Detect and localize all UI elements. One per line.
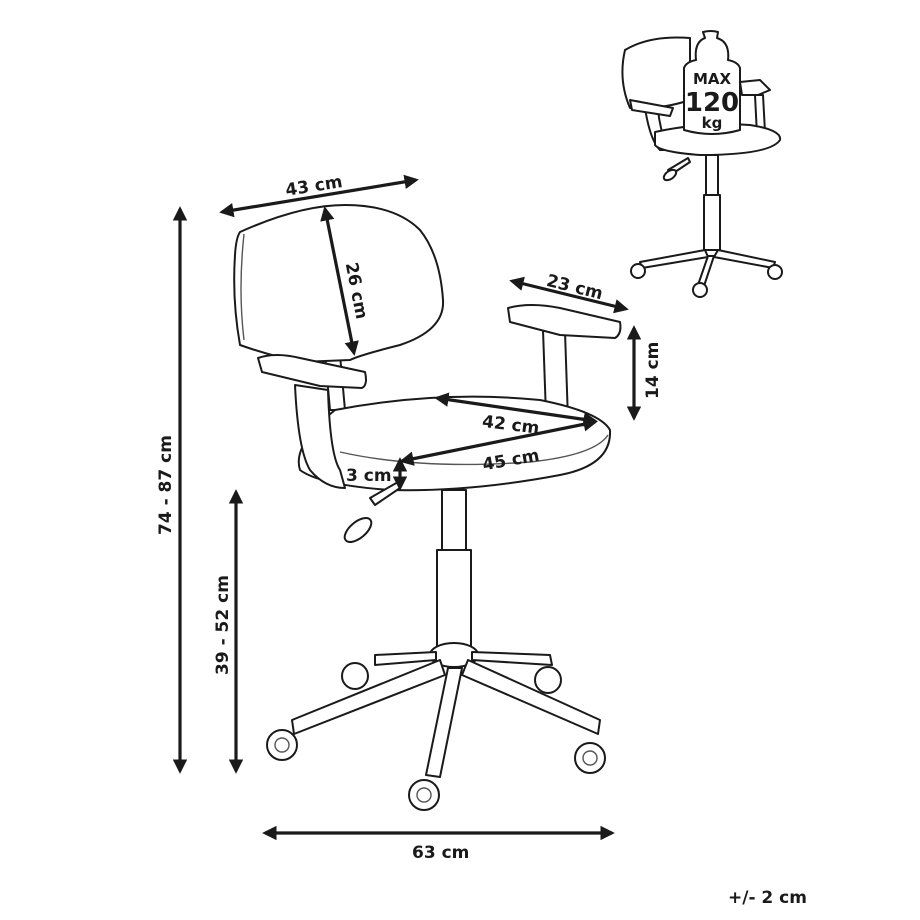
backrest-height-arrow bbox=[320, 206, 359, 356]
chair-drawing bbox=[233, 204, 622, 811]
backrest-width-arrow bbox=[219, 174, 419, 218]
base-width-label: 63 cm bbox=[412, 843, 469, 863]
dimension-labels: 43 cm 26 cm 23 cm 14 cm 42 cm 45 cm 3 cm… bbox=[156, 172, 807, 908]
armrest-length-label: 23 cm bbox=[544, 271, 605, 304]
max-weight-unit: kg bbox=[702, 114, 723, 132]
right-armrest bbox=[507, 304, 622, 339]
max-weight-value: 120 bbox=[685, 88, 739, 118]
tolerance-label: +/- 2 cm bbox=[728, 888, 807, 908]
wheels bbox=[266, 662, 606, 811]
backrest-width-label: 43 cm bbox=[284, 172, 344, 201]
seat-depth-arrow bbox=[434, 392, 598, 427]
seat-height-label: 39 - 52 cm bbox=[213, 575, 233, 675]
armrest-height-label: 14 cm bbox=[643, 342, 663, 399]
seat-thickness-label: 3 cm bbox=[346, 466, 392, 486]
dimension-arrows bbox=[172, 174, 642, 841]
total-height-label: 74 - 87 cm bbox=[156, 435, 176, 535]
armrest-length-arrow bbox=[509, 276, 629, 314]
left-armrest bbox=[257, 354, 367, 389]
max-label: MAX bbox=[693, 70, 732, 88]
max-load-inset: MAX 120 kg bbox=[621, 30, 783, 298]
seat-width-arrow bbox=[399, 417, 598, 466]
weight-icon bbox=[683, 30, 741, 135]
